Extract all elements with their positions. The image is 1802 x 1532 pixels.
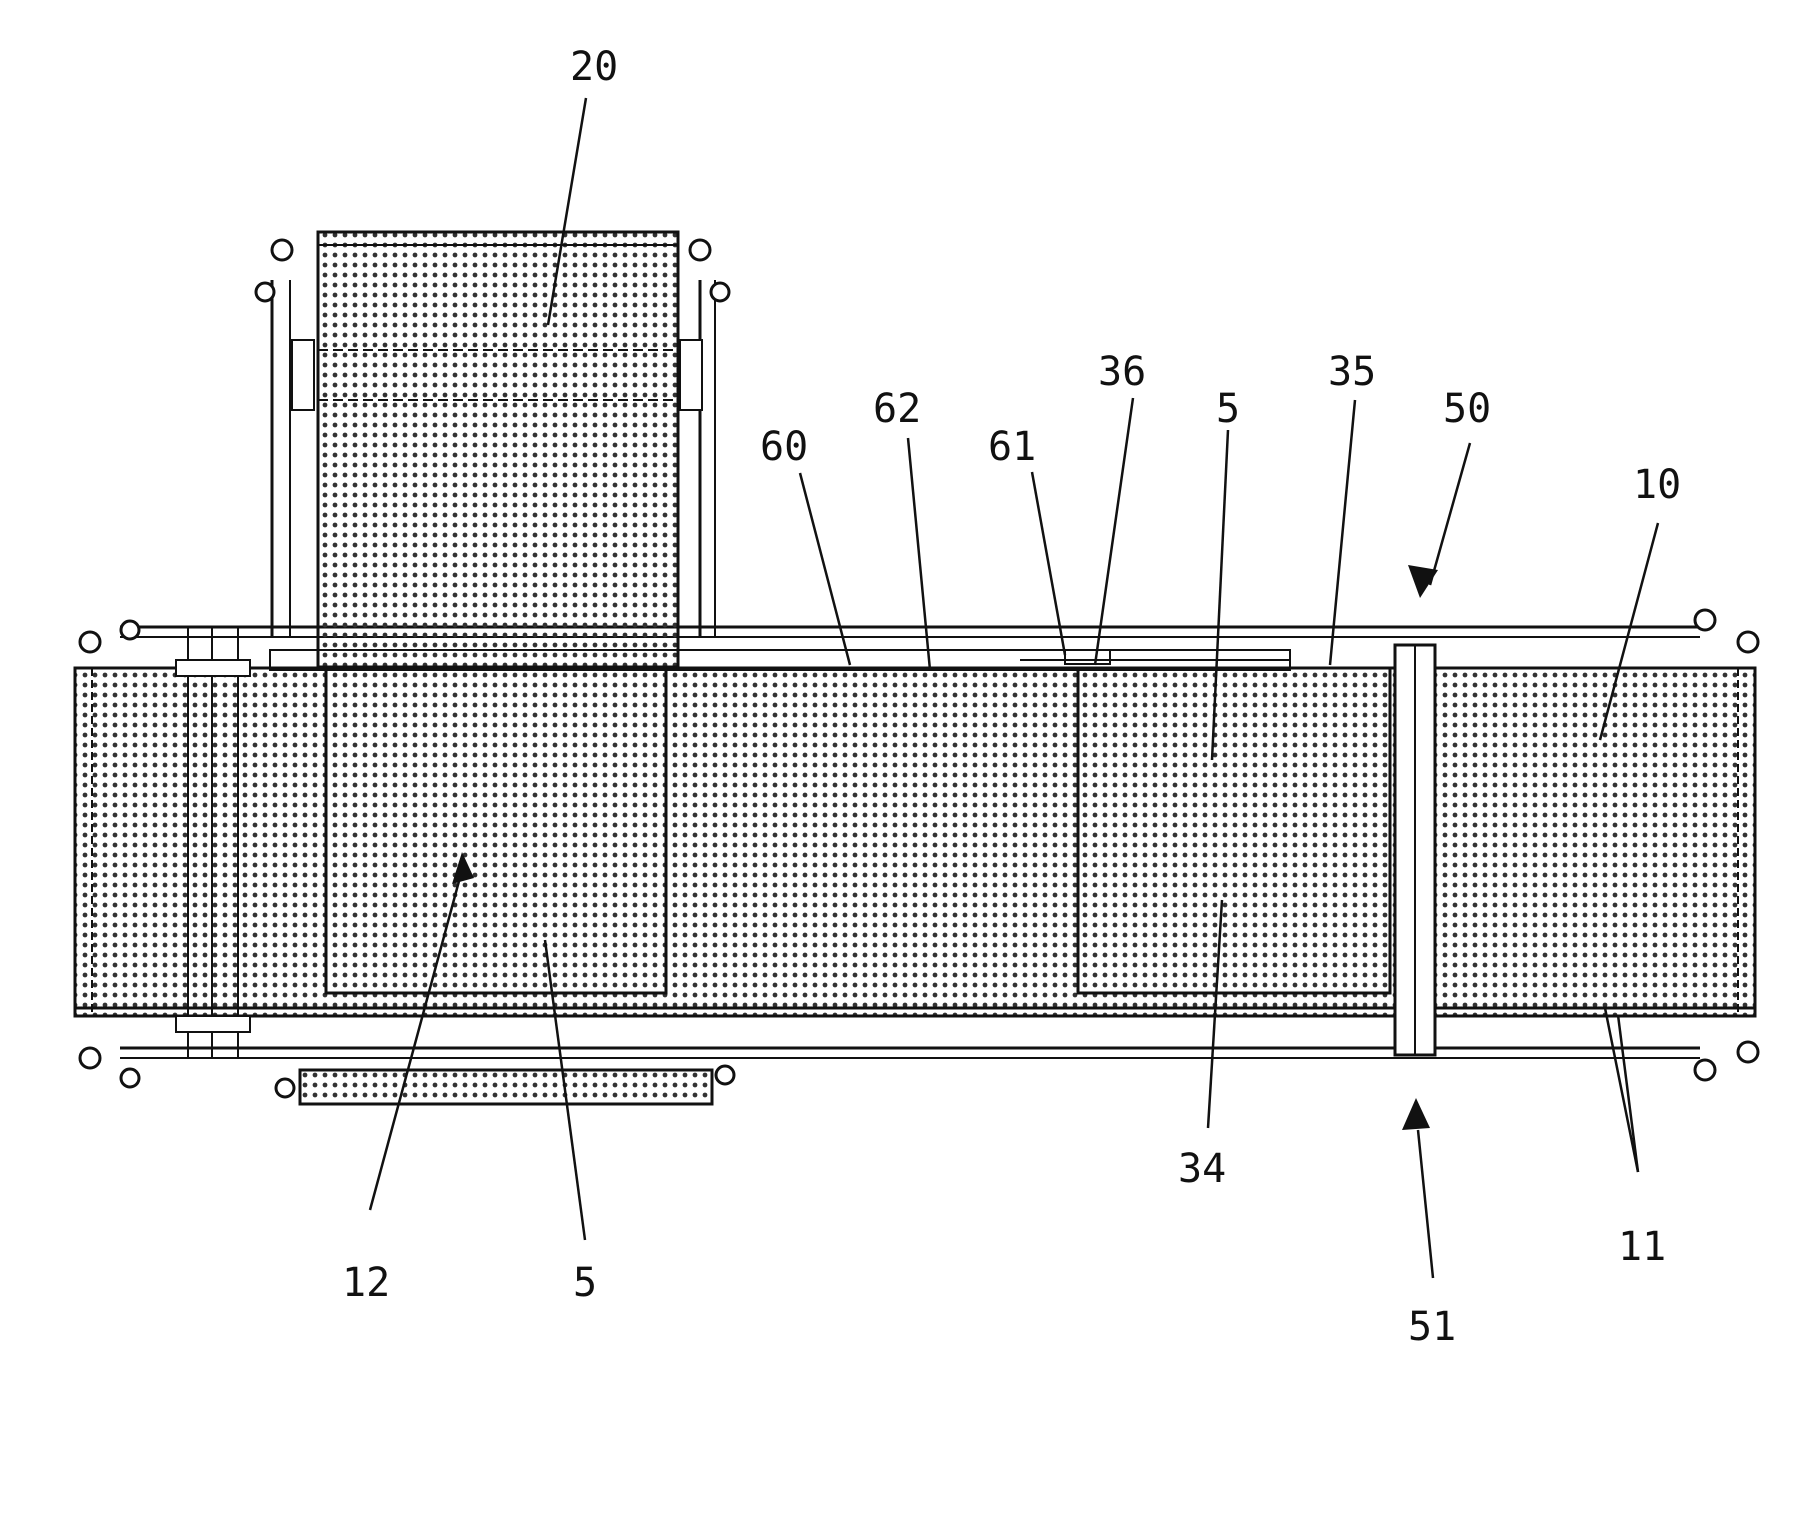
label-10: 10 [1633, 462, 1681, 508]
label-60: 60 [760, 424, 808, 470]
label-35: 35 [1328, 349, 1376, 395]
transverse-divider [1395, 645, 1435, 1055]
label-62: 62 [873, 386, 921, 432]
label-50: 50 [1443, 386, 1491, 432]
label-12: 12 [342, 1260, 390, 1306]
label-5-top: 5 [1216, 386, 1240, 432]
label-20: 20 [570, 44, 618, 90]
lower-conveyor [300, 1070, 712, 1104]
label-51: 51 [1408, 1304, 1456, 1350]
label-61: 61 [988, 424, 1036, 470]
label-11: 11 [1618, 1224, 1666, 1270]
label-5-bottom: 5 [573, 1260, 597, 1306]
label-36: 36 [1098, 349, 1146, 395]
label-34: 34 [1178, 1146, 1226, 1192]
left-guides [176, 627, 250, 1058]
upper-conveyor [272, 232, 715, 667]
